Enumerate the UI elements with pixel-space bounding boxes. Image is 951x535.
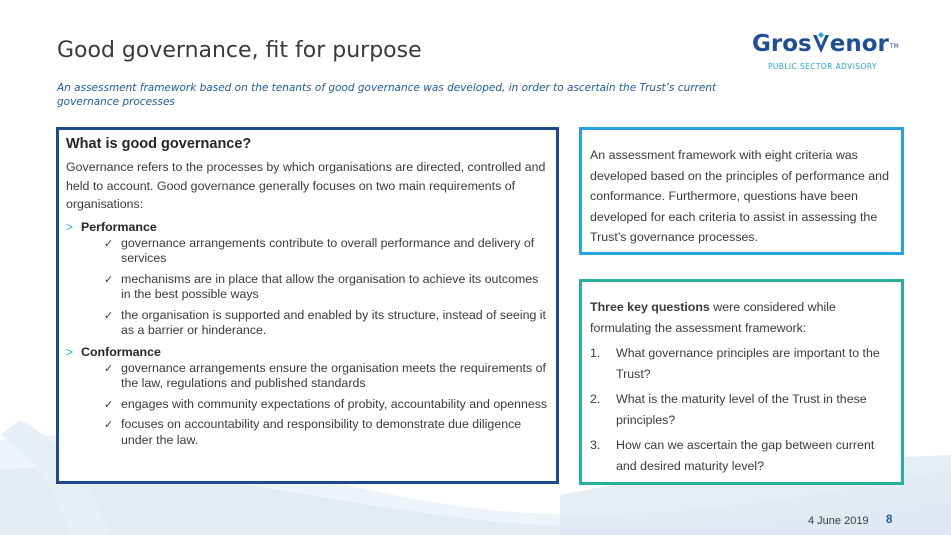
key-questions-intro: Three key questions were considered whil… [590,297,893,338]
left-box-intro: Governance refers to the processes by wh… [66,160,546,211]
checkmark-icon: ✓ [104,272,114,286]
key-questions-box: Three key questions were considered whil… [579,279,904,485]
checkmark-icon: ✓ [104,236,114,250]
chevron-right-icon: > [66,219,74,234]
performance-list: ✓ governance arrangements contribute to … [66,236,550,339]
key-questions-bold: Three key questions [590,300,710,314]
section-title-conformance: Conformance [81,344,161,359]
conformance-list: ✓ governance arrangements ensure the org… [66,361,550,449]
grosvenor-logo: Gros enor TM PUBLIC SECTOR ADVISORY [752,31,899,71]
slide-title: Good governance, fit for purpose [57,38,422,63]
footer-date: 4 June 2019 [808,515,869,527]
key-questions-list: 1. What governance principles are import… [590,343,893,476]
list-item: 2. What is the maturity level of the Tru… [590,392,867,427]
section-title-performance: Performance [81,219,157,234]
chevron-right-icon: > [66,344,74,359]
assessment-framework-text: An assessment framework with eight crite… [590,148,889,244]
list-item: ✓ governance arrangements ensure the org… [104,360,546,391]
logo-v-mark [812,31,830,61]
what-is-good-governance-box: What is good governance? Governance refe… [56,127,559,484]
logo-text-1: Gros [752,31,812,57]
conformance-section: > Conformance ✓ governance arrangements … [66,344,550,449]
list-item: ✓ the organisation is supported and enab… [104,307,546,338]
logo-text-2: enor [829,31,889,57]
list-item: ✓ governance arrangements contribute to … [104,235,535,266]
performance-section: > Performance ✓ governance arrangements … [66,219,550,339]
list-item: ✓ engages with community expectations of… [104,396,548,411]
list-item: ✓ focuses on accountability and responsi… [104,417,522,447]
list-item: 1. What governance principles are import… [590,346,880,381]
checkmark-icon: ✓ [104,418,114,431]
page-number: 8 [886,514,893,526]
slide-subtitle: An assessment framework based on the ten… [57,82,717,108]
left-box-heading: What is good governance? [66,136,252,152]
logo-wordmark: Gros enor TM [752,31,899,61]
checkmark-icon: ✓ [104,397,114,411]
list-item: 3. How can we ascertain the gap between … [590,438,875,473]
logo-v-icon [812,32,829,53]
logo-tagline: PUBLIC SECTOR ADVISORY [768,62,877,71]
assessment-framework-box: An assessment framework with eight crite… [579,127,904,255]
checkmark-icon: ✓ [104,308,114,322]
checkmark-icon: ✓ [104,361,114,375]
logo-trademark: TM [889,43,899,50]
key-questions-intro-rest: were considered while formulating the as… [590,300,836,335]
list-item: ✓ mechanisms are in place that allow the… [104,271,539,302]
